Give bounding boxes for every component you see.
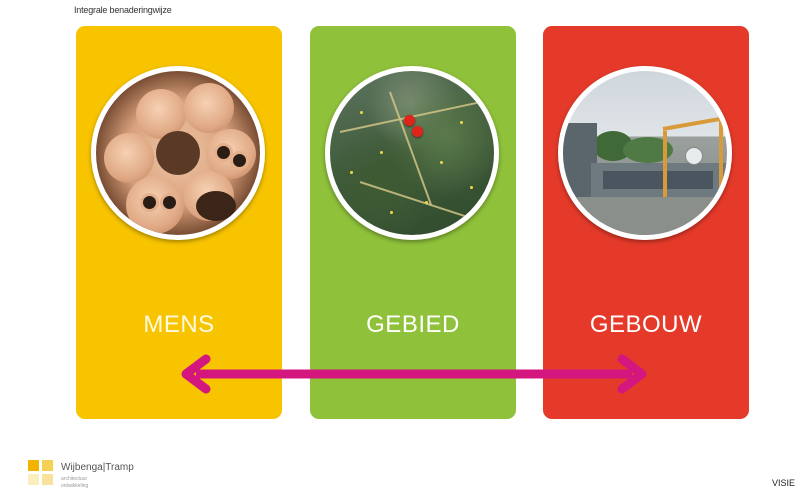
child-face xyxy=(104,133,154,183)
logo-subtitle: architectuur xyxy=(61,476,88,482)
hand-goggle xyxy=(230,151,249,170)
location-pin-icon xyxy=(404,115,415,126)
hand-goggle xyxy=(214,143,233,162)
slide-title: Integrale benaderingwijze xyxy=(74,5,172,15)
panel-gebied: GEBIED xyxy=(310,26,516,419)
map-marker xyxy=(360,111,363,114)
hair xyxy=(156,131,200,175)
arrow-head-left xyxy=(181,354,211,394)
logo-square-icon xyxy=(42,474,53,485)
logo-subtitle: ontwikkeling xyxy=(61,483,89,489)
panel-mens: MENS xyxy=(76,26,282,419)
logo-square-icon xyxy=(42,460,53,471)
child-face xyxy=(184,83,234,133)
map-marker xyxy=(470,186,473,189)
pavement xyxy=(563,197,727,235)
aerial-map-photo xyxy=(325,66,499,240)
hair xyxy=(196,191,236,221)
map-marker xyxy=(380,151,383,154)
building-window xyxy=(603,171,713,189)
logo-name: Wijbenga|Tramp xyxy=(61,462,134,473)
panel-gebouw: GEBOUW xyxy=(543,26,749,419)
hand-goggle xyxy=(160,193,179,212)
map-marker xyxy=(425,201,428,204)
panel-label-mens: MENS xyxy=(143,311,215,338)
corner-label: VISIE xyxy=(772,478,796,488)
children-photo xyxy=(91,66,265,240)
arrow-head-right xyxy=(617,354,647,394)
map-marker xyxy=(440,161,443,164)
entrance-frame xyxy=(719,121,723,221)
panel-label-gebouw: GEBOUW xyxy=(589,311,703,338)
logo-square-icon xyxy=(28,474,39,485)
logo-square-icon xyxy=(28,460,39,471)
map-marker xyxy=(390,211,393,214)
location-pin-icon xyxy=(412,126,423,137)
child-face xyxy=(136,89,186,139)
entrance-frame xyxy=(663,131,667,221)
hand-goggle xyxy=(140,193,159,212)
panel-label-gebied: GEBIED xyxy=(366,311,460,338)
building-photo xyxy=(558,66,732,240)
clock-icon xyxy=(685,147,703,165)
map-marker xyxy=(460,121,463,124)
map-marker xyxy=(350,171,353,174)
